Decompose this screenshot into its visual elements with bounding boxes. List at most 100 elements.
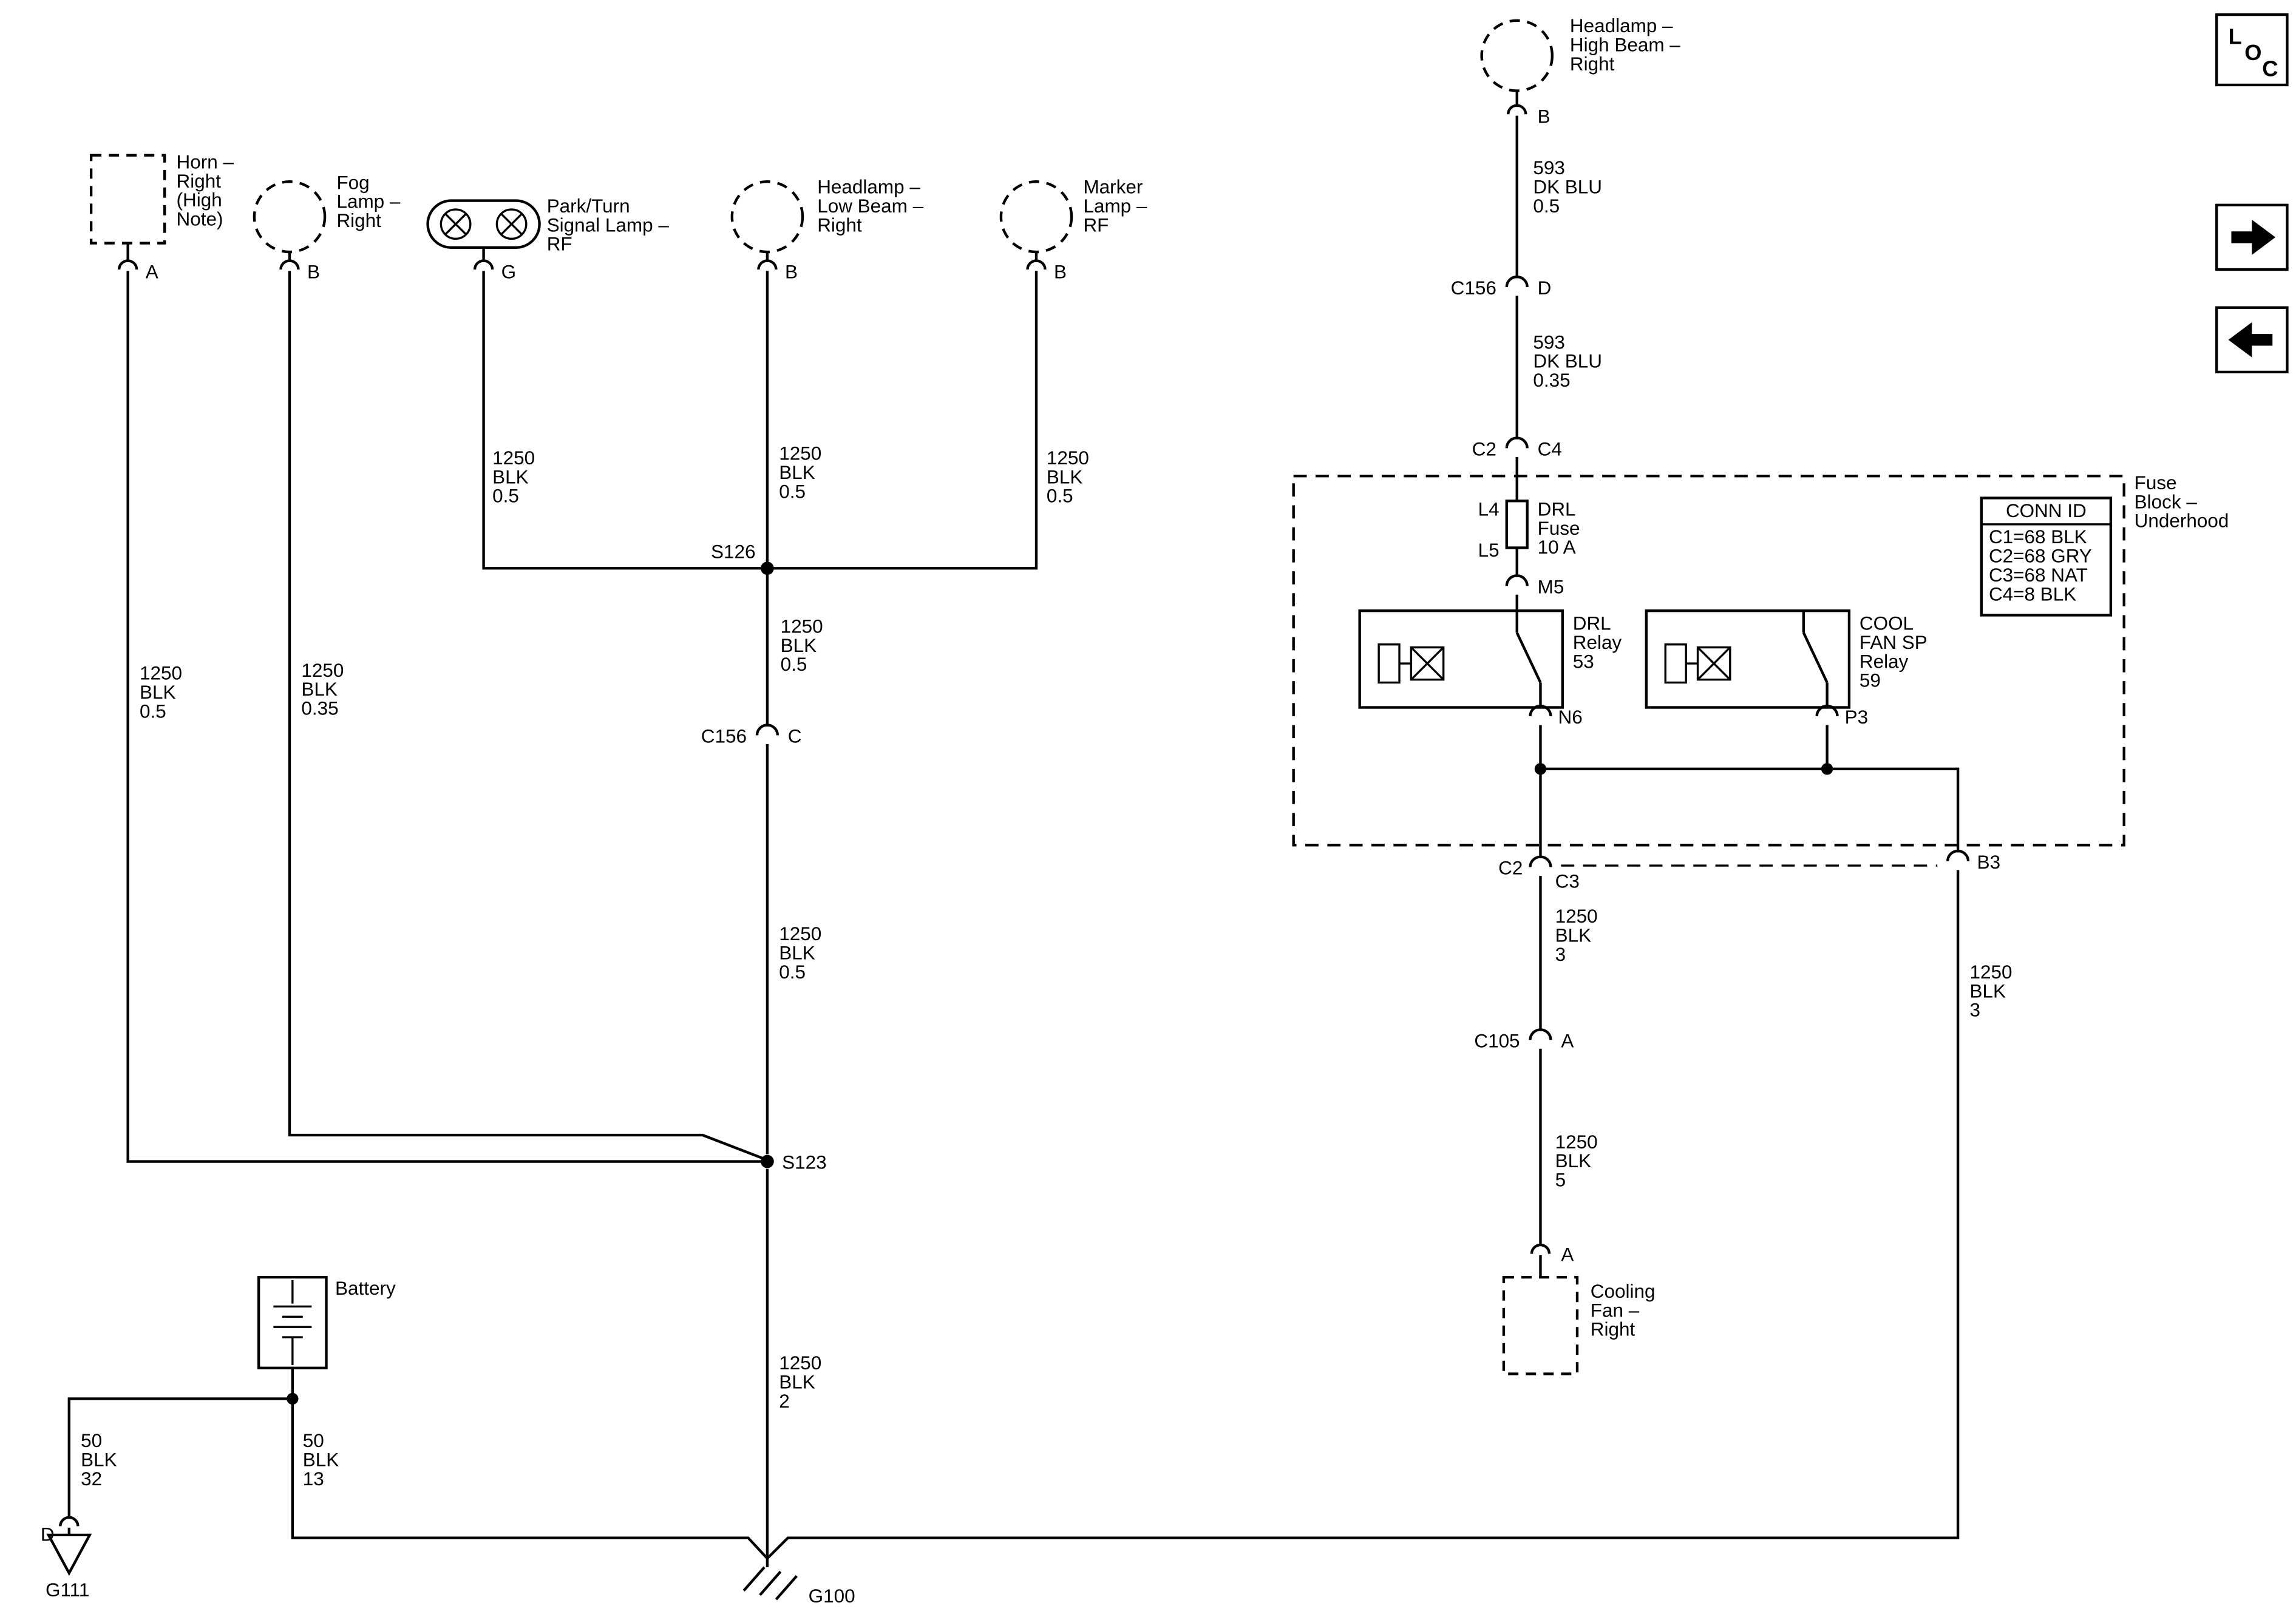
wire-label-line: 1250: [492, 447, 535, 469]
back-arrow-button[interactable]: [2215, 306, 2289, 374]
park-turn-label: Park/Turn: [547, 195, 630, 217]
connector-c105-pin: A: [1561, 1030, 1574, 1051]
cool-fan-relay-coil-icon: [1664, 643, 1687, 684]
wire-label-b3-ground: 1250 BLK 3: [1969, 961, 2012, 1021]
cool-fan-relay-core-x-icon: [1697, 646, 1731, 680]
fog-lamp-label: Lamp –: [336, 191, 400, 212]
battery-ground-wire: [291, 1368, 769, 1559]
wire-label-line: 0.35: [301, 698, 338, 719]
wire-label-c156-s123: 1250 BLK 0.5: [779, 923, 821, 983]
wire-label-line: 1250: [1047, 447, 1089, 469]
wire-label-line: BLK: [140, 682, 176, 703]
forward-arrow-button[interactable]: [2215, 203, 2289, 271]
wire-label-line: DK BLU: [1533, 351, 1602, 372]
wire-label-line: 593: [1533, 157, 1564, 178]
park-turn-bulb-x-icon: [444, 213, 467, 236]
marker-lamp-label: Marker: [1083, 177, 1143, 198]
battery-cells-icon: [273, 1280, 312, 1365]
wire-label-lowbeam: 1250 BLK 0.5: [779, 443, 821, 503]
wire-label-line: 32: [81, 1468, 102, 1490]
connector-c2c4-icon: [1505, 436, 1529, 449]
splice-s123-dot: [760, 1154, 774, 1168]
fuse-block: Fuse Block – Underhood L4 L5 DRL Fuse 10…: [1292, 472, 2229, 847]
drl-fuse-pin-bottom: L5: [1478, 540, 1500, 561]
headlamp-low-terminal-icon: [757, 259, 778, 270]
conn-id-table: CONN ID C1=68 BLK C2=68 GRY C3=68 NAT C4…: [1980, 497, 2113, 617]
connector-m5-icon: [1505, 574, 1529, 586]
park-ground-wire: [482, 271, 767, 570]
conn-id-row: C4=8 BLK: [1989, 583, 2076, 605]
g100-label: G100: [809, 1585, 855, 1607]
loc-button[interactable]: L O C: [2215, 13, 2289, 87]
connector-c156d-icon: [1505, 275, 1529, 288]
wire-label-c3-c105: 1250 BLK 3: [1555, 906, 1598, 965]
park-turn-lamp-symbol: [426, 199, 541, 249]
horn-label: Horn –: [177, 152, 234, 173]
junction-dot: [1534, 763, 1547, 775]
wire-label-c105-fan: 1250 BLK 5: [1555, 1131, 1598, 1191]
wire-label-line: 1250: [1969, 961, 2012, 983]
wiring-relay-outputs: C2 C3 B3 C105 A: [766, 725, 2000, 1560]
wire-label-line: 0.35: [1533, 370, 1570, 391]
loc-letter-l: L: [2229, 24, 2242, 49]
horn-symbol: [89, 154, 166, 245]
cool-fan-relay-label: FAN SP: [1860, 632, 1927, 653]
drl-relay-coil-icon: [1377, 643, 1401, 684]
connector-c156c-icon: [755, 724, 779, 736]
headlamp-low-terminal-label: B: [785, 262, 798, 283]
marker-lamp-component: Marker Lamp – RF B: [999, 177, 1147, 283]
g111-label: G111: [46, 1579, 89, 1601]
drl-relay-switch-icon: [1515, 611, 1542, 708]
headlamp-high-terminal-icon: [1507, 104, 1527, 115]
drl-relay-core-x-icon: [1410, 646, 1444, 680]
wire-label-line: 1250: [301, 660, 344, 681]
marker-lamp-terminal-label: B: [1054, 262, 1067, 283]
wire-label-line: BLK: [779, 462, 815, 483]
fog-lamp-terminal-icon: [279, 259, 300, 270]
drl-relay-outline: [1358, 609, 1564, 709]
junction-dot: [1821, 763, 1833, 775]
fog-lamp-symbol: [253, 180, 327, 254]
horn-terminal-icon: [117, 259, 138, 270]
wiring-left: S126 S123 C156 C: [126, 271, 1038, 1567]
fog-ground-wire: [288, 271, 768, 1162]
connector-c105-label: C105: [1474, 1030, 1520, 1051]
headlamp-high-label: Right: [1570, 53, 1615, 75]
connector-b3-icon: [1946, 849, 1970, 862]
wire-label-line: 0.5: [779, 481, 806, 502]
wire-label-line: BLK: [1555, 1150, 1592, 1171]
wire-label-line: BLK: [1969, 980, 2006, 1002]
battery-g111-wire: [67, 1397, 293, 1517]
connector-c105-icon: [1529, 1028, 1552, 1040]
connector-c2c3-pin: C3: [1555, 870, 1580, 892]
wire-label-line: 593: [1533, 331, 1564, 353]
wire-label-line: 0.5: [781, 654, 807, 675]
conn-id-row: C3=68 NAT: [1989, 564, 2088, 586]
wire-label-line: 5: [1555, 1170, 1566, 1191]
headlamp-high-terminal-label: B: [1538, 106, 1550, 127]
cool-fan-relay-label: COOL: [1860, 613, 1914, 634]
horn-component: Horn – Right (High Note) A: [89, 152, 234, 282]
battery-label: Battery: [335, 1278, 396, 1299]
cool-fan-relay-label: Relay: [1860, 651, 1909, 672]
headlamp-low-label: Low Beam –: [817, 195, 923, 217]
wire-label-line: 0.5: [140, 700, 166, 722]
junction-dot: [287, 1392, 299, 1405]
fog-lamp-component: Fog Lamp – Right B: [253, 172, 401, 282]
connector-n6-icon: [1529, 704, 1552, 717]
connector-c156d-pin: D: [1538, 277, 1552, 299]
marker-ground-wire: [767, 271, 1038, 570]
ground-g100: G100: [742, 1566, 855, 1607]
headlamp-low-component: Headlamp – Low Beam – Right B: [730, 177, 924, 283]
cooling-fan-component: A Cooling Fan – Right: [1502, 1243, 1655, 1375]
fog-lamp-label: Fog: [336, 172, 369, 193]
battery-component: Battery: [67, 1276, 769, 1559]
drl-fuse-pin-top: L4: [1478, 498, 1500, 520]
wire-label-line: 1250: [781, 615, 823, 637]
wire-label-line: DK BLU: [1533, 177, 1602, 198]
cooling-fan-label: Right: [1591, 1319, 1635, 1340]
back-arrow-icon: [2228, 322, 2273, 358]
nav-controls: L O C: [2215, 13, 2289, 374]
forward-arrow-frame: [2215, 203, 2289, 271]
fuse-block-outline: [1292, 475, 2125, 847]
